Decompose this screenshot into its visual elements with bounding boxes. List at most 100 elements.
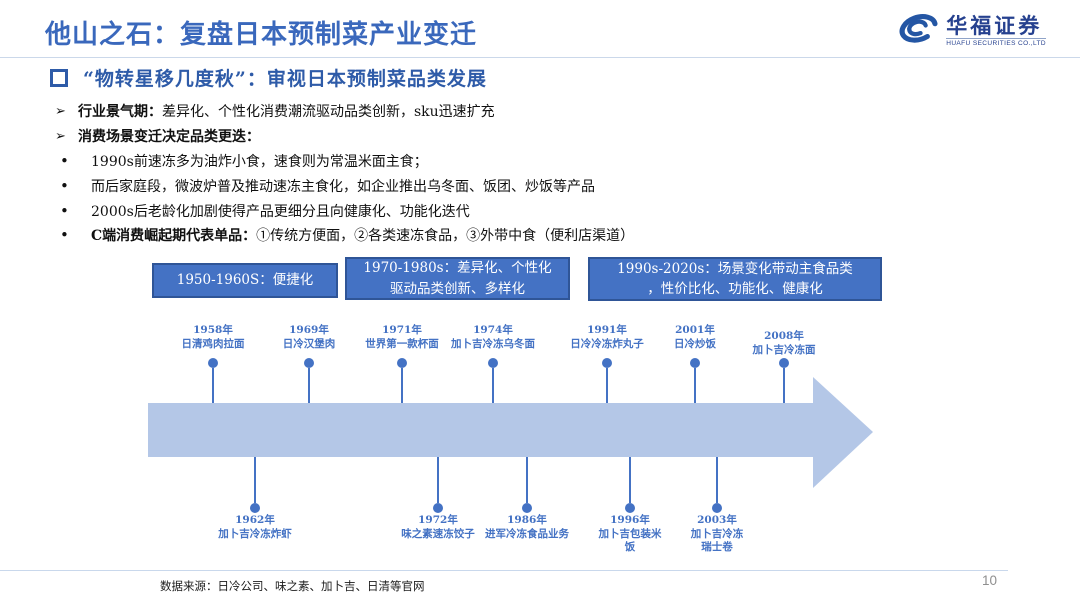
bullet-text: 1990s前速冻多为油炸小食，速食则为常温米面主食；: [91, 153, 428, 170]
timeline-event: 1991年日冷冷冻炸丸子: [541, 324, 673, 403]
event-text: 2001年日冷炒饭: [629, 324, 761, 351]
bullet-item: • 1990s前速冻多为油炸小食，速食则为常温米面主食；: [55, 149, 995, 174]
event-year: 2001年: [675, 324, 715, 336]
era-box-1990s: 1990s-2020s：场景变化带动主食品类 ，性价比化、功能化、健康化: [588, 257, 882, 301]
timeline-event: 1962年加卜吉冷冻炸虾: [189, 457, 321, 541]
event-label: 日清鸡肉拉面: [181, 337, 245, 350]
logo-text: 华福证券 HUAFU SECURITIES CO.,LTD: [946, 14, 1046, 47]
event-stem: [437, 457, 439, 503]
event-text: 1991年日冷冷冻炸丸子: [541, 324, 673, 351]
event-dot-icon: [779, 358, 789, 368]
bullet-item: •2000s后老龄化加剧使得产品更细分且向健康化、功能化迭代: [55, 198, 995, 223]
event-dot-icon: [397, 358, 407, 368]
timeline-arrow-body: [148, 403, 813, 457]
event-text: 1986年进军冷冻食品业务: [461, 457, 593, 541]
bullet-list: ➢ 行业景气期：差异化、个性化消费潮流驱动品类创新，sku迅速扩充 ➢ 消费场景变迁决…: [55, 99, 995, 248]
bullet-item: •而后家庭段，微波炉普及推动速冻主食化，如企业推出乌冬面、饭团、炒饭等产品: [55, 173, 995, 198]
data-source-note: 数据来源：日冷公司、味之素、加卜吉、日清等官网: [160, 579, 425, 593]
event-label: 加卜吉冷冻 瑞士卷: [690, 527, 744, 554]
bullet-text: C端消费崛起期代表单品：①传统方便面，②各类速冻食品，③外带中食（便利店渠道）: [91, 228, 635, 245]
header-divider: [0, 57, 1080, 58]
bullet-marker-icon: •: [60, 176, 69, 195]
event-text: 1958年日清鸡肉拉面: [147, 324, 279, 351]
event-stem: [308, 368, 310, 403]
timeline-event: 2008年加卜吉冷冻面: [718, 324, 850, 403]
event-year: 1996年: [610, 514, 650, 526]
event-year: 1986年: [507, 514, 547, 526]
event-label: 加卜吉冷冻炸虾: [218, 527, 292, 540]
event-year: 2003年: [697, 514, 737, 526]
event-text: 1969年日冷汉堡肉: [243, 324, 375, 351]
event-stem: [694, 368, 696, 403]
event-label: 日冷炒饭: [674, 337, 716, 350]
event-dot-icon: [208, 358, 218, 368]
event-stem: [401, 368, 403, 403]
event-dot-icon: [625, 503, 635, 513]
event-stem: [254, 457, 256, 503]
event-dot-icon: [488, 358, 498, 368]
timeline-arrow-head-icon: [813, 377, 873, 488]
bullet-marker-icon: ➢: [55, 103, 66, 119]
event-year: 1971年: [382, 324, 422, 336]
event-label: 味之素速冻饺子: [401, 527, 475, 540]
event-dot-icon: [690, 358, 700, 368]
footer-divider: [0, 570, 1008, 571]
timeline-event: 2003年加卜吉冷冻 瑞士卷: [651, 457, 783, 555]
era-box-1970s: 1970-1980s：差异化、个性化 驱动品类创新、多样化: [345, 257, 570, 300]
logo-name-cn: 华福证券: [946, 13, 1043, 38]
event-stem: [212, 368, 214, 403]
page-number: 10: [982, 573, 998, 588]
event-text: 1974年加卜吉冷冻乌冬面: [427, 324, 559, 351]
bullet-marker-icon: •: [60, 226, 69, 245]
event-stem: [526, 457, 528, 503]
event-label: 加卜吉包装米 饭: [598, 527, 662, 554]
event-year: 2008年: [764, 330, 804, 342]
event-stem: [606, 368, 608, 403]
event-year: 1969年: [289, 324, 329, 336]
bullet-marker-icon: •: [60, 151, 69, 170]
logo: 华福证券 HUAFU SECURITIES CO.,LTD: [897, 11, 1046, 50]
event-label: 日冷汉堡肉: [282, 337, 336, 350]
bullet-text: 消费场景变迁决定品类更迭：: [78, 129, 260, 146]
bullet-marker-icon: •: [60, 201, 69, 220]
event-text: 1996年加卜吉包装米 饭: [564, 457, 696, 555]
event-dot-icon: [522, 503, 532, 513]
event-text: 1972年味之素速冻饺子: [372, 457, 504, 541]
timeline-event: 1971年世界第一款杯面: [336, 324, 468, 403]
event-stem: [783, 368, 785, 403]
event-label: 世界第一款杯面: [365, 337, 439, 350]
event-year: 1962年: [235, 514, 275, 526]
huafu-swirl-icon: [897, 11, 939, 50]
timeline-event: 1974年加卜吉冷冻乌冬面: [427, 324, 559, 403]
timeline-event: 1972年味之素速冻饺子: [372, 457, 504, 541]
event-label: 加卜吉冷冻面: [752, 343, 816, 356]
timeline-event: 1969年日冷汉堡肉: [243, 324, 375, 403]
event-dot-icon: [250, 503, 260, 513]
bullet-item: • C端消费崛起期代表单品：①传统方便面，②各类速冻食品，③外带中食（便利店渠道）: [55, 223, 995, 248]
section-heading-text: “物转星移几度秋”：审视日本预制菜品类发展: [83, 68, 487, 90]
event-text: 2008年加卜吉冷冻面: [718, 324, 850, 357]
event-text: 1971年世界第一款杯面: [336, 324, 468, 351]
logo-name-en: HUAFU SECURITIES CO.,LTD: [946, 38, 1046, 47]
event-year: 1958年: [193, 324, 233, 336]
event-label: 日冷冷冻炸丸子: [570, 337, 644, 350]
event-year: 1972年: [418, 514, 458, 526]
event-year: 1991年: [587, 324, 627, 336]
event-label: 加卜吉冷冻乌冬面: [451, 337, 535, 350]
square-bullet-icon: [50, 68, 68, 87]
timeline-event: 1958年日清鸡肉拉面: [147, 324, 279, 403]
timeline-event: 1996年加卜吉包装米 饭: [564, 457, 696, 555]
event-text: 1962年加卜吉冷冻炸虾: [189, 457, 321, 541]
event-dot-icon: [602, 358, 612, 368]
bullet-marker-icon: ➢: [55, 128, 66, 144]
event-label: 进军冷冻食品业务: [485, 527, 569, 540]
bullet-item: ➢ 行业景气期：差异化、个性化消费潮流驱动品类创新，sku迅速扩充: [55, 99, 995, 124]
bullet-text: 行业景气期：差异化、个性化消费潮流驱动品类创新，sku迅速扩充: [78, 104, 495, 121]
event-stem: [492, 368, 494, 403]
event-stem: [716, 457, 718, 503]
event-year: 1974年: [473, 324, 513, 336]
timeline-event: 2001年日冷炒饭: [629, 324, 761, 403]
event-stem: [629, 457, 631, 503]
